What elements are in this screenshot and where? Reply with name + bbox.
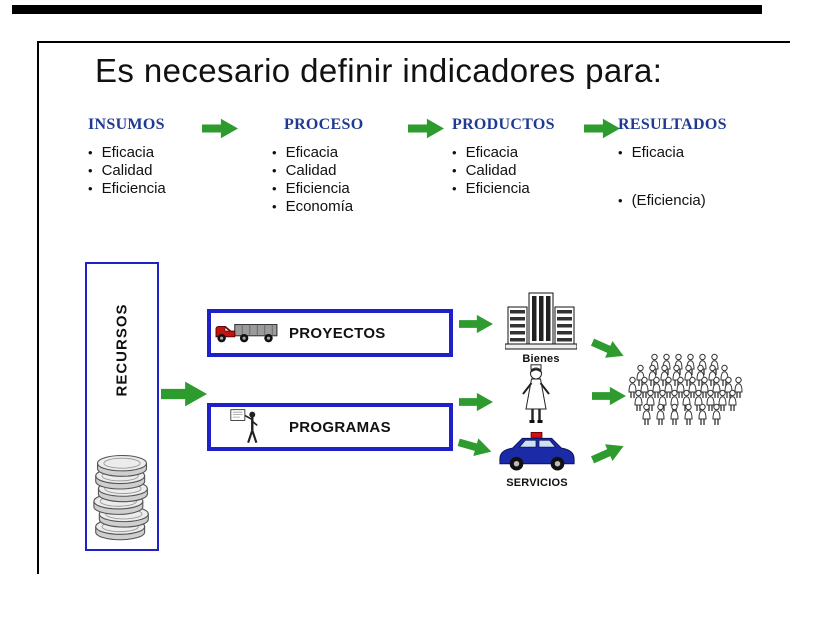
bullet-item: Eficacia — [88, 144, 228, 162]
column-proceso: PROCESO Eficacia Calidad Eficiencia Econ… — [272, 116, 412, 216]
bullet-item: Calidad — [88, 162, 228, 180]
column-heading: PROCESO — [284, 116, 364, 133]
bullet-item: Eficiencia — [88, 180, 228, 198]
top-border-bar — [12, 5, 762, 14]
bullet-item: Eficacia — [452, 144, 592, 162]
goods-caption: Bienes — [522, 353, 560, 365]
frame-vertical-line — [37, 41, 39, 574]
green-arrow-icon — [584, 118, 620, 139]
column-heading: PRODUCTOS — [452, 116, 555, 133]
bullet-item: Economía — [272, 198, 412, 216]
green-arrow-icon — [588, 333, 628, 365]
bullet-item: Calidad — [452, 162, 592, 180]
police-car-icon — [499, 431, 575, 471]
green-arrow-icon — [202, 118, 238, 139]
nurse-icon — [522, 364, 550, 423]
projects-label: PROYECTOS — [289, 324, 386, 342]
green-arrow-icon — [592, 386, 626, 406]
bullet-item: Eficiencia — [272, 180, 412, 198]
bullet-item: Eficacia — [272, 144, 412, 162]
projects-box: PROYECTOS — [207, 309, 453, 357]
column-insumos: INSUMOS Eficacia Calidad Eficiencia — [88, 116, 228, 198]
programs-box: PROGRAMAS — [207, 403, 453, 451]
bullet-item: (Eficiencia) — [618, 192, 758, 210]
building-icon — [505, 292, 577, 350]
green-arrow-icon — [456, 433, 494, 461]
bullet-item: Eficacia — [618, 144, 758, 162]
programs-label: PROGRAMAS — [289, 418, 391, 436]
column-productos: PRODUCTOS Eficacia Calidad Eficiencia — [452, 116, 592, 198]
green-arrow-icon — [588, 437, 628, 469]
coin-stack-icon — [93, 454, 149, 541]
column-heading: INSUMOS — [88, 116, 165, 133]
presenter-icon — [211, 408, 281, 446]
resources-label: RECURSOS — [113, 303, 131, 397]
green-arrow-icon — [408, 118, 444, 139]
services-caption: SERVICIOS — [506, 477, 568, 489]
slide-title: Es necesario definir indicadores para: — [95, 52, 663, 89]
column-heading: RESULTADOS — [618, 116, 727, 133]
truck-icon — [211, 318, 281, 348]
green-arrow-icon — [459, 314, 493, 334]
frame-horizontal-line — [37, 41, 790, 43]
green-arrow-icon — [161, 381, 207, 407]
bullet-item: Calidad — [272, 162, 412, 180]
green-arrow-icon — [459, 392, 493, 412]
bullet-item: Eficiencia — [452, 180, 592, 198]
column-resultados: RESULTADOS Eficacia (Eficiencia) — [618, 116, 758, 210]
crowd-icon — [628, 353, 743, 426]
resources-box: RECURSOS — [85, 262, 159, 551]
